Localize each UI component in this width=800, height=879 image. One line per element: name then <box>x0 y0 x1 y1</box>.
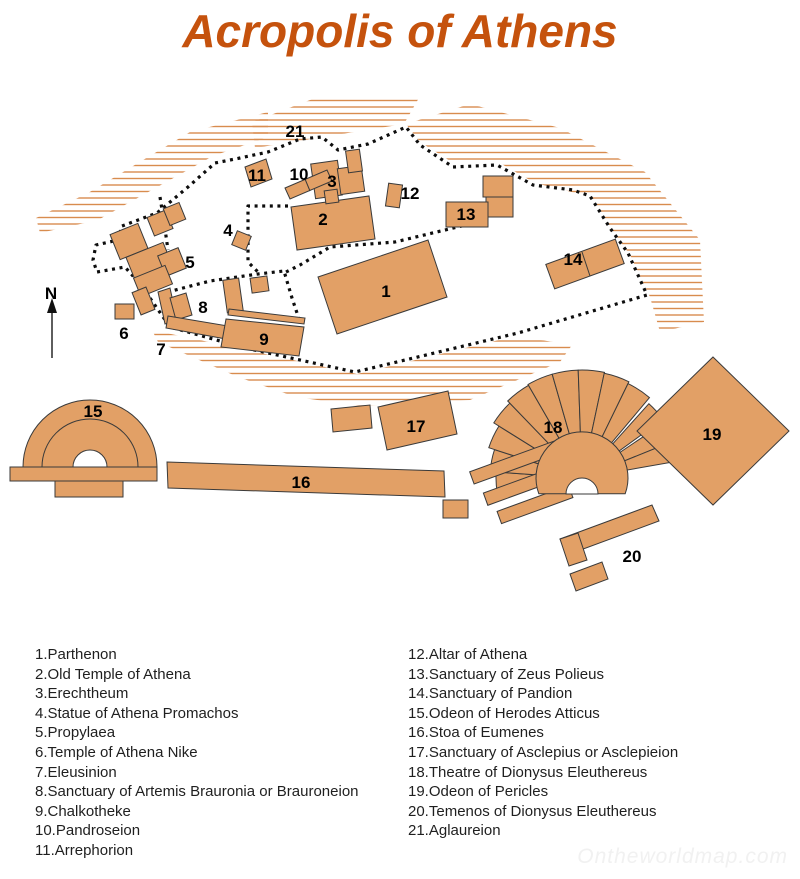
legend-item-8: 8.Sanctuary of Artemis Brauronia or Brau… <box>35 783 359 801</box>
odeon-herodes-orchestra <box>72 449 108 468</box>
map-label-N: N <box>45 284 57 303</box>
theatre-orchestra <box>535 431 629 495</box>
terrace-line-parthenon-north <box>285 222 471 274</box>
asclepieion <box>377 390 458 451</box>
map-label-5: 5 <box>185 253 194 272</box>
statue-athena-promachos <box>231 230 252 251</box>
map-label-16: 16 <box>292 473 311 492</box>
parthenon <box>317 239 448 335</box>
legend-item-4: 4.Statue of Athena Promachos <box>35 704 239 722</box>
pandroseion-divider <box>304 178 311 192</box>
map-label-21: 21 <box>286 122 305 141</box>
legend-item-14: 14.Sanctuary of Pandion <box>408 685 573 703</box>
propylaea-sw-annex <box>131 286 156 316</box>
zeus-polieus-main <box>445 201 489 228</box>
slope-hatch-northwest <box>36 112 268 233</box>
map-label-14: 14 <box>564 250 583 269</box>
odeon-herodes-stage <box>9 466 158 482</box>
map-label-8: 8 <box>198 298 207 317</box>
legend-item-21: 21.Aglaureion <box>408 822 501 840</box>
altar-of-athena <box>384 182 404 209</box>
legend-item-9: 9.Chalkotheke <box>35 802 131 820</box>
pandion-divider <box>581 251 591 277</box>
temenos-dionysus-wing <box>559 532 588 567</box>
legend-item-6: 6.Temple of Athena Nike <box>35 743 198 761</box>
map-label-4: 4 <box>223 221 233 240</box>
map-label-11: 11 <box>248 166 266 185</box>
odeon-herodes-ring <box>41 418 139 468</box>
legend-item-11: 11.Arrephorion <box>35 841 134 859</box>
map-label-7: 7 <box>156 340 165 359</box>
old-temple-of-athena <box>290 195 376 251</box>
map-label-10: 10 <box>290 165 309 184</box>
temple-athena-nike <box>114 303 135 320</box>
slope-hatch-east <box>406 104 704 332</box>
erechtheum-south-porch <box>323 188 340 205</box>
map-label-1: 1 <box>381 282 390 301</box>
map-label-6: 6 <box>119 324 128 343</box>
map-label-13: 13 <box>457 205 476 224</box>
map-shapes-layer <box>9 96 790 592</box>
legend-item-10: 10.Pandroseion <box>35 822 141 840</box>
arrephorion <box>244 158 273 188</box>
legend-item-13: 13.Sanctuary of Zeus Polieus <box>408 665 604 683</box>
legend-item-7: 7.Eleusinion <box>35 763 117 781</box>
odeon-herodes-substage <box>54 480 124 498</box>
legend-item-2: 2.Old Temple of Athena <box>35 665 191 683</box>
legend-item-18: 18.Theatre of Dionysus Eleuthereus <box>408 763 648 781</box>
terrace-line-promachos <box>246 204 288 274</box>
zeus-polieus-north <box>482 175 514 198</box>
map-label-17: 17 <box>407 417 426 436</box>
legend-item-12: 12.Altar of Athena <box>408 646 528 663</box>
legend-column-right: 12.Altar of Athena 13.Sanctuary of Zeus P… <box>408 645 678 841</box>
legend-item-5: 5.Propylaea <box>35 724 116 742</box>
map-label-19: 19 <box>703 425 722 444</box>
slope-hatch-north <box>252 96 420 148</box>
pandroseion <box>284 169 333 200</box>
legend-item-16: 16.Stoa of Eumenes <box>408 724 544 742</box>
theatre-orchestra-notch <box>565 477 599 495</box>
brauroneion-east-wing <box>222 277 244 314</box>
map-label-18: 18 <box>544 418 563 437</box>
legend-column-left: 1.Parthenon 2.Old Temple of Athena 3.Erech… <box>35 645 359 861</box>
page-title: Acropolis of Athens <box>182 5 618 57</box>
watermark: Ontheworldmap.com <box>577 845 788 868</box>
map-label-9: 9 <box>259 330 268 349</box>
map-label-15: 15 <box>84 402 103 421</box>
stoa-of-eumenes <box>166 461 446 498</box>
sanctuary-of-pandion <box>545 238 625 290</box>
legend-item-15: 15.Odeon of Herodes Atticus <box>408 704 600 722</box>
temenos-dionysus-temple <box>569 561 609 592</box>
map-label-3: 3 <box>327 172 336 191</box>
legend-item-20: 20.Temenos of Dionysus Eleuthereus <box>408 802 657 820</box>
asclepieion-west <box>330 404 373 433</box>
north-arrow-head <box>47 298 57 313</box>
odeon-herodes-outer <box>22 399 158 468</box>
legend-item-17: 17.Sanctuary of Asclepius or Asclepieion <box>408 743 679 761</box>
slope-hatch-south <box>152 330 572 406</box>
map-label-12: 12 <box>401 184 420 203</box>
map-label-2: 2 <box>318 210 327 229</box>
brauroneion-west <box>169 292 193 321</box>
chalkotheke-north-wall <box>227 308 306 325</box>
erechtheum-north-porch <box>344 148 364 174</box>
propylaea-nw-block-b <box>162 201 187 227</box>
legend-item-3: 3.Erechtheum <box>35 685 129 703</box>
brauroneion-annex <box>249 275 270 294</box>
odeon-of-pericles <box>636 356 790 506</box>
chalkotheke <box>220 318 305 357</box>
stoa-annex <box>442 499 469 519</box>
map-label-20: 20 <box>623 547 642 566</box>
legend-item-19: 19.Odeon of Pericles <box>408 783 549 801</box>
zeus-polieus-east <box>485 196 514 218</box>
legend-item-1: 1.Parthenon <box>35 646 117 663</box>
